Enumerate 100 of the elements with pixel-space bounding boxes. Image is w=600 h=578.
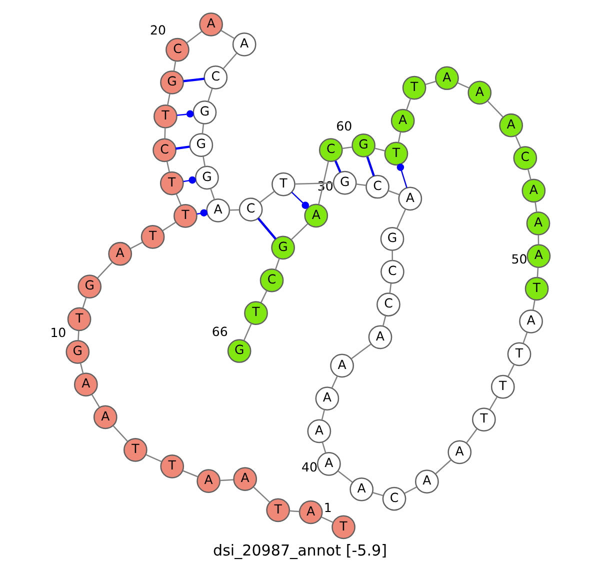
connector bbox=[514, 136, 522, 148]
node-circle: T bbox=[154, 104, 178, 128]
node-circle: T bbox=[266, 498, 290, 522]
connector bbox=[290, 223, 308, 240]
connector bbox=[91, 394, 100, 408]
connector bbox=[291, 192, 310, 209]
node-circle: T bbox=[272, 172, 296, 196]
node-circle: A bbox=[519, 309, 543, 334]
connector bbox=[290, 510, 300, 512]
node-circle: A bbox=[415, 470, 439, 494]
node-circle: G bbox=[189, 133, 214, 157]
node-circle: T bbox=[384, 142, 408, 166]
node-circle: T bbox=[402, 76, 426, 100]
node-label: 66 bbox=[212, 324, 228, 339]
connector bbox=[253, 486, 270, 503]
node-circle: T bbox=[524, 276, 549, 301]
connector bbox=[466, 428, 478, 444]
node-circle: C bbox=[382, 486, 406, 511]
node-circle: A bbox=[307, 419, 332, 444]
node-circle: C bbox=[152, 138, 176, 162]
node-circle: A bbox=[304, 204, 328, 228]
connector bbox=[222, 52, 238, 69]
connector bbox=[388, 190, 400, 196]
connector bbox=[435, 459, 452, 474]
node-circle: A bbox=[315, 386, 340, 410]
connector bbox=[318, 161, 329, 204]
connector bbox=[230, 209, 240, 211]
connector bbox=[210, 188, 216, 200]
node-circle: A bbox=[196, 469, 220, 493]
node-circle: A bbox=[398, 186, 422, 211]
node-circle: A bbox=[368, 325, 392, 350]
connector bbox=[130, 242, 143, 250]
node-label: 10 bbox=[50, 324, 66, 340]
node-circle: A bbox=[330, 354, 354, 378]
node-label: 60 bbox=[336, 118, 352, 134]
connector bbox=[166, 161, 170, 172]
connector bbox=[322, 442, 326, 454]
node-circle: G bbox=[160, 70, 184, 94]
node-circle: A bbox=[298, 500, 323, 524]
node-label: 50 bbox=[511, 252, 528, 267]
node-circle: A bbox=[526, 211, 550, 236]
connector bbox=[295, 182, 334, 185]
node-circle: G bbox=[195, 166, 219, 190]
connector bbox=[186, 31, 202, 44]
connector bbox=[406, 98, 412, 110]
node-circle: C bbox=[380, 260, 404, 284]
connector bbox=[337, 470, 353, 483]
node-circle: T bbox=[174, 204, 198, 228]
node-circle: C bbox=[513, 146, 538, 170]
node-circle: T bbox=[140, 225, 165, 249]
node-circle: G bbox=[192, 100, 217, 124]
node-circle: G bbox=[66, 340, 90, 364]
node-circle: T bbox=[490, 374, 515, 399]
node-circle: C bbox=[166, 38, 190, 62]
node-circle: T bbox=[160, 171, 184, 196]
connector bbox=[182, 470, 198, 478]
node-circle: A bbox=[74, 372, 98, 396]
node-circle: A bbox=[317, 452, 341, 476]
node-label: 40 bbox=[301, 459, 318, 474]
connector bbox=[508, 364, 515, 377]
node-circle: C bbox=[260, 268, 284, 292]
connector bbox=[274, 258, 280, 270]
node-circle: C bbox=[376, 292, 400, 316]
connector bbox=[97, 262, 113, 278]
connector bbox=[374, 148, 386, 152]
node-circle: G bbox=[78, 274, 102, 298]
connector bbox=[183, 176, 196, 184]
connector bbox=[342, 146, 352, 150]
connector bbox=[398, 132, 402, 143]
connector bbox=[331, 376, 338, 388]
node-label: 20 bbox=[150, 22, 166, 38]
connector bbox=[202, 124, 204, 134]
node-circle: G bbox=[227, 339, 252, 363]
connector bbox=[538, 235, 540, 245]
connector bbox=[382, 315, 386, 326]
connector bbox=[392, 250, 393, 260]
node-circle: A bbox=[108, 242, 132, 266]
connector bbox=[176, 146, 190, 150]
connector bbox=[260, 190, 275, 203]
connector bbox=[162, 222, 176, 232]
node-circle: C bbox=[204, 66, 228, 90]
node-circle: T bbox=[507, 342, 532, 366]
node-circle: A bbox=[499, 113, 523, 138]
node-circle: A bbox=[390, 108, 415, 133]
node-circle: A bbox=[93, 405, 118, 430]
node-circle: A bbox=[435, 66, 459, 90]
node-circle: G bbox=[271, 236, 295, 260]
node-circle: T bbox=[472, 408, 496, 432]
node-circle: A bbox=[199, 12, 223, 36]
caption: dsi_20987_annot [-5.9] bbox=[213, 542, 387, 560]
connector bbox=[146, 454, 162, 462]
node-circle: G bbox=[380, 227, 404, 251]
node-circle: A bbox=[468, 80, 492, 105]
connector bbox=[257, 218, 276, 240]
node-circle: T bbox=[332, 515, 356, 540]
connector bbox=[356, 184, 366, 186]
node-circle: T bbox=[244, 301, 268, 325]
connector bbox=[389, 283, 392, 294]
connector bbox=[534, 202, 538, 212]
connector bbox=[522, 332, 528, 344]
